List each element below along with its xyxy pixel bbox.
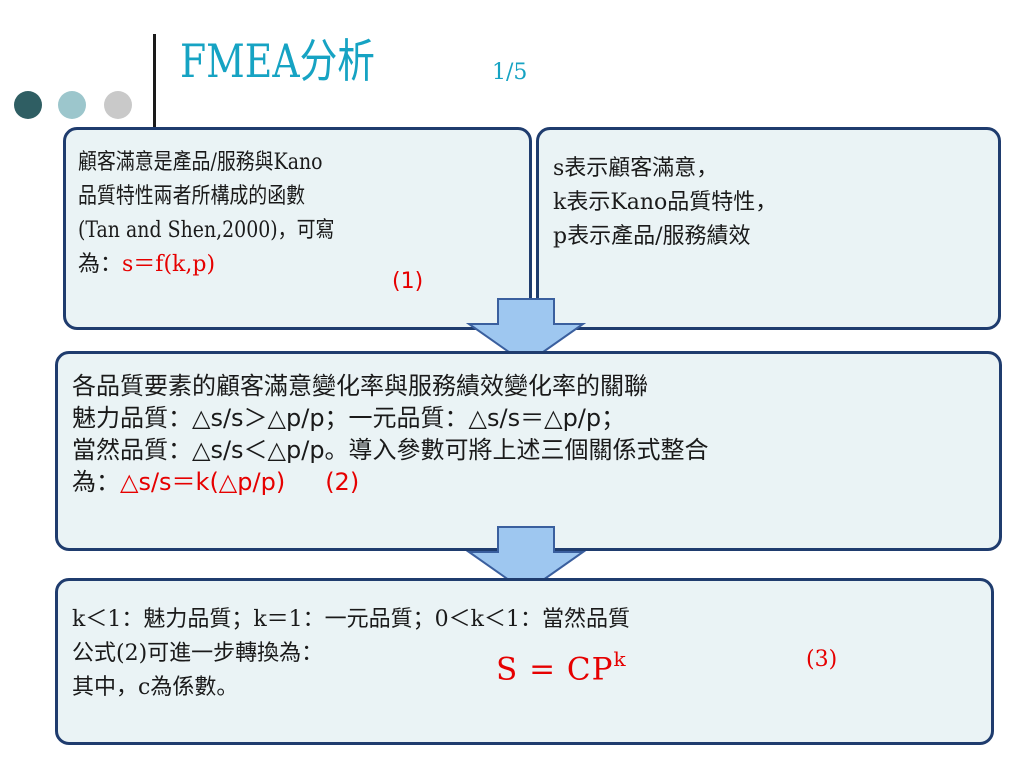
text-line: p表示產品/服務績效 bbox=[553, 224, 751, 249]
text-line: 魅力品質：△s/s＞△p/p；一元品質：△s/s＝△p/p； bbox=[72, 404, 626, 432]
down-arrow-icon bbox=[466, 298, 586, 366]
text-line: 為：s＝f(k,p) bbox=[78, 248, 521, 282]
title-divider bbox=[153, 34, 156, 130]
formula-3: S = CPk bbox=[496, 647, 627, 688]
dot-gray bbox=[104, 91, 132, 119]
text-line: 品質特性兩者所構成的函數 bbox=[78, 184, 306, 209]
text-line: k表示Kano品質特性， bbox=[553, 190, 778, 215]
formula-3-exponent: k bbox=[613, 647, 627, 671]
text-line: 其中，c為係數。 bbox=[72, 675, 239, 700]
text-line: 公式(2)可進一步轉換為： bbox=[72, 641, 324, 666]
slide-title: FMEA分析 bbox=[180, 34, 376, 88]
text-line: 顧客滿意是產品/服務與Kano bbox=[78, 150, 323, 175]
formula-2: △s/s＝k(△p/p) bbox=[120, 468, 286, 496]
equation-number-2: (2) bbox=[325, 468, 360, 496]
dot-light bbox=[58, 91, 86, 119]
definition-box: 顧客滿意是產品/服務與Kano 品質特性兩者所構成的函數 (Tan and Sh… bbox=[63, 127, 532, 330]
equation-number-1: (1) bbox=[392, 269, 424, 294]
text-line: s表示顧客滿意， bbox=[553, 156, 719, 181]
text-line: 當然品質：△s/s＜△p/p。導入參數可將上述三個關係式整合 bbox=[72, 436, 709, 464]
relationship-box: 各品質要素的顧客滿意變化率與服務績效變化率的關聯 魅力品質：△s/s＞△p/p；… bbox=[55, 351, 1002, 551]
page-number: 1/5 bbox=[492, 60, 528, 85]
down-arrow-icon bbox=[466, 526, 586, 594]
variable-legend-box: s表示顧客滿意， k表示Kano品質特性， p表示產品/服務績效 bbox=[536, 127, 1001, 330]
formula-1: s＝f(k,p) bbox=[122, 252, 216, 277]
formula-prefix: 為： bbox=[78, 252, 123, 277]
equation-number-3: (3) bbox=[806, 647, 838, 672]
conversion-box: k＜1：魅力品質；k＝1：一元品質；0＜k＜1：當然品質 公式(2)可進一步轉換… bbox=[55, 578, 994, 745]
text-line: 為：△s/s＝k(△p/p) (2) bbox=[72, 466, 991, 498]
dot-dark bbox=[14, 91, 42, 119]
text-line: (Tan and Shen,2000)，可寫 bbox=[78, 218, 335, 243]
text-line: k＜1：魅力品質；k＝1：一元品質；0＜k＜1：當然品質 bbox=[72, 607, 630, 632]
text-line: 各品質要素的顧客滿意變化率與服務績效變化率的關聯 bbox=[72, 372, 648, 400]
formula-prefix: 為： bbox=[72, 468, 120, 496]
